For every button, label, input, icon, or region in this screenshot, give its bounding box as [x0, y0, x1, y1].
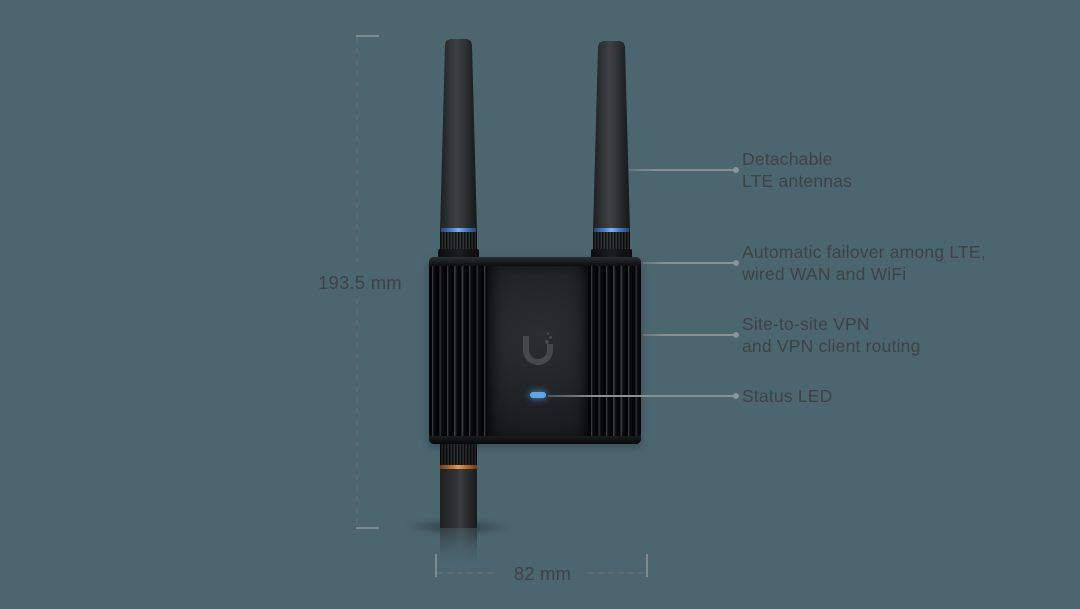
width-dimension-line-left	[437, 572, 497, 574]
left-antenna-blue-ring	[441, 228, 476, 232]
status-led	[530, 392, 546, 398]
right-antenna-shaft	[593, 41, 630, 232]
width-dimension-line-right	[588, 572, 646, 574]
mount-barrel	[440, 469, 477, 528]
body-bottom-cap	[429, 436, 641, 444]
callout-label-failover: Automatic failover among LTE,wired WAN a…	[742, 242, 986, 284]
ubiquiti-u-logo-icon	[523, 332, 553, 365]
u-logo-dot	[549, 336, 552, 339]
right-lte-antenna	[591, 41, 632, 258]
body-top-cap	[429, 257, 641, 266]
mount-knurl	[440, 444, 477, 465]
height-dimension-top-tick	[356, 35, 379, 37]
left-heatsink-fins	[429, 266, 488, 436]
callout-label-status-led: Status LED	[742, 386, 833, 406]
height-dimension-label: 193.5 mm	[318, 272, 402, 293]
right-antenna-connector	[591, 232, 632, 258]
u-logo-arc	[523, 336, 553, 365]
front-face	[488, 266, 588, 436]
right-heatsink-fins	[588, 266, 641, 436]
callout-line-vpn	[643, 334, 737, 336]
left-lte-antenna	[438, 39, 479, 258]
callout-line-status-led	[548, 395, 737, 397]
width-dimension-left-tick	[435, 554, 437, 577]
router-body	[429, 257, 641, 444]
bottom-antenna-mount	[440, 444, 477, 528]
callout-line-failover	[643, 262, 737, 264]
height-dimension-line-lower	[356, 298, 358, 529]
u-logo-dot	[545, 340, 549, 344]
width-dimension-label: 82 mm	[513, 563, 572, 584]
right-antenna-blue-ring	[594, 228, 629, 232]
callout-line-antennas	[629, 169, 737, 171]
mount-orange-ring	[440, 465, 477, 469]
mount-reflection	[440, 528, 477, 566]
height-dimension-line-upper	[356, 37, 358, 268]
u-logo-dot	[546, 332, 549, 335]
width-dimension-right-tick	[646, 554, 648, 577]
left-antenna-shaft	[440, 39, 477, 232]
height-dimension-bottom-tick	[356, 527, 379, 529]
left-antenna-connector	[438, 232, 479, 258]
